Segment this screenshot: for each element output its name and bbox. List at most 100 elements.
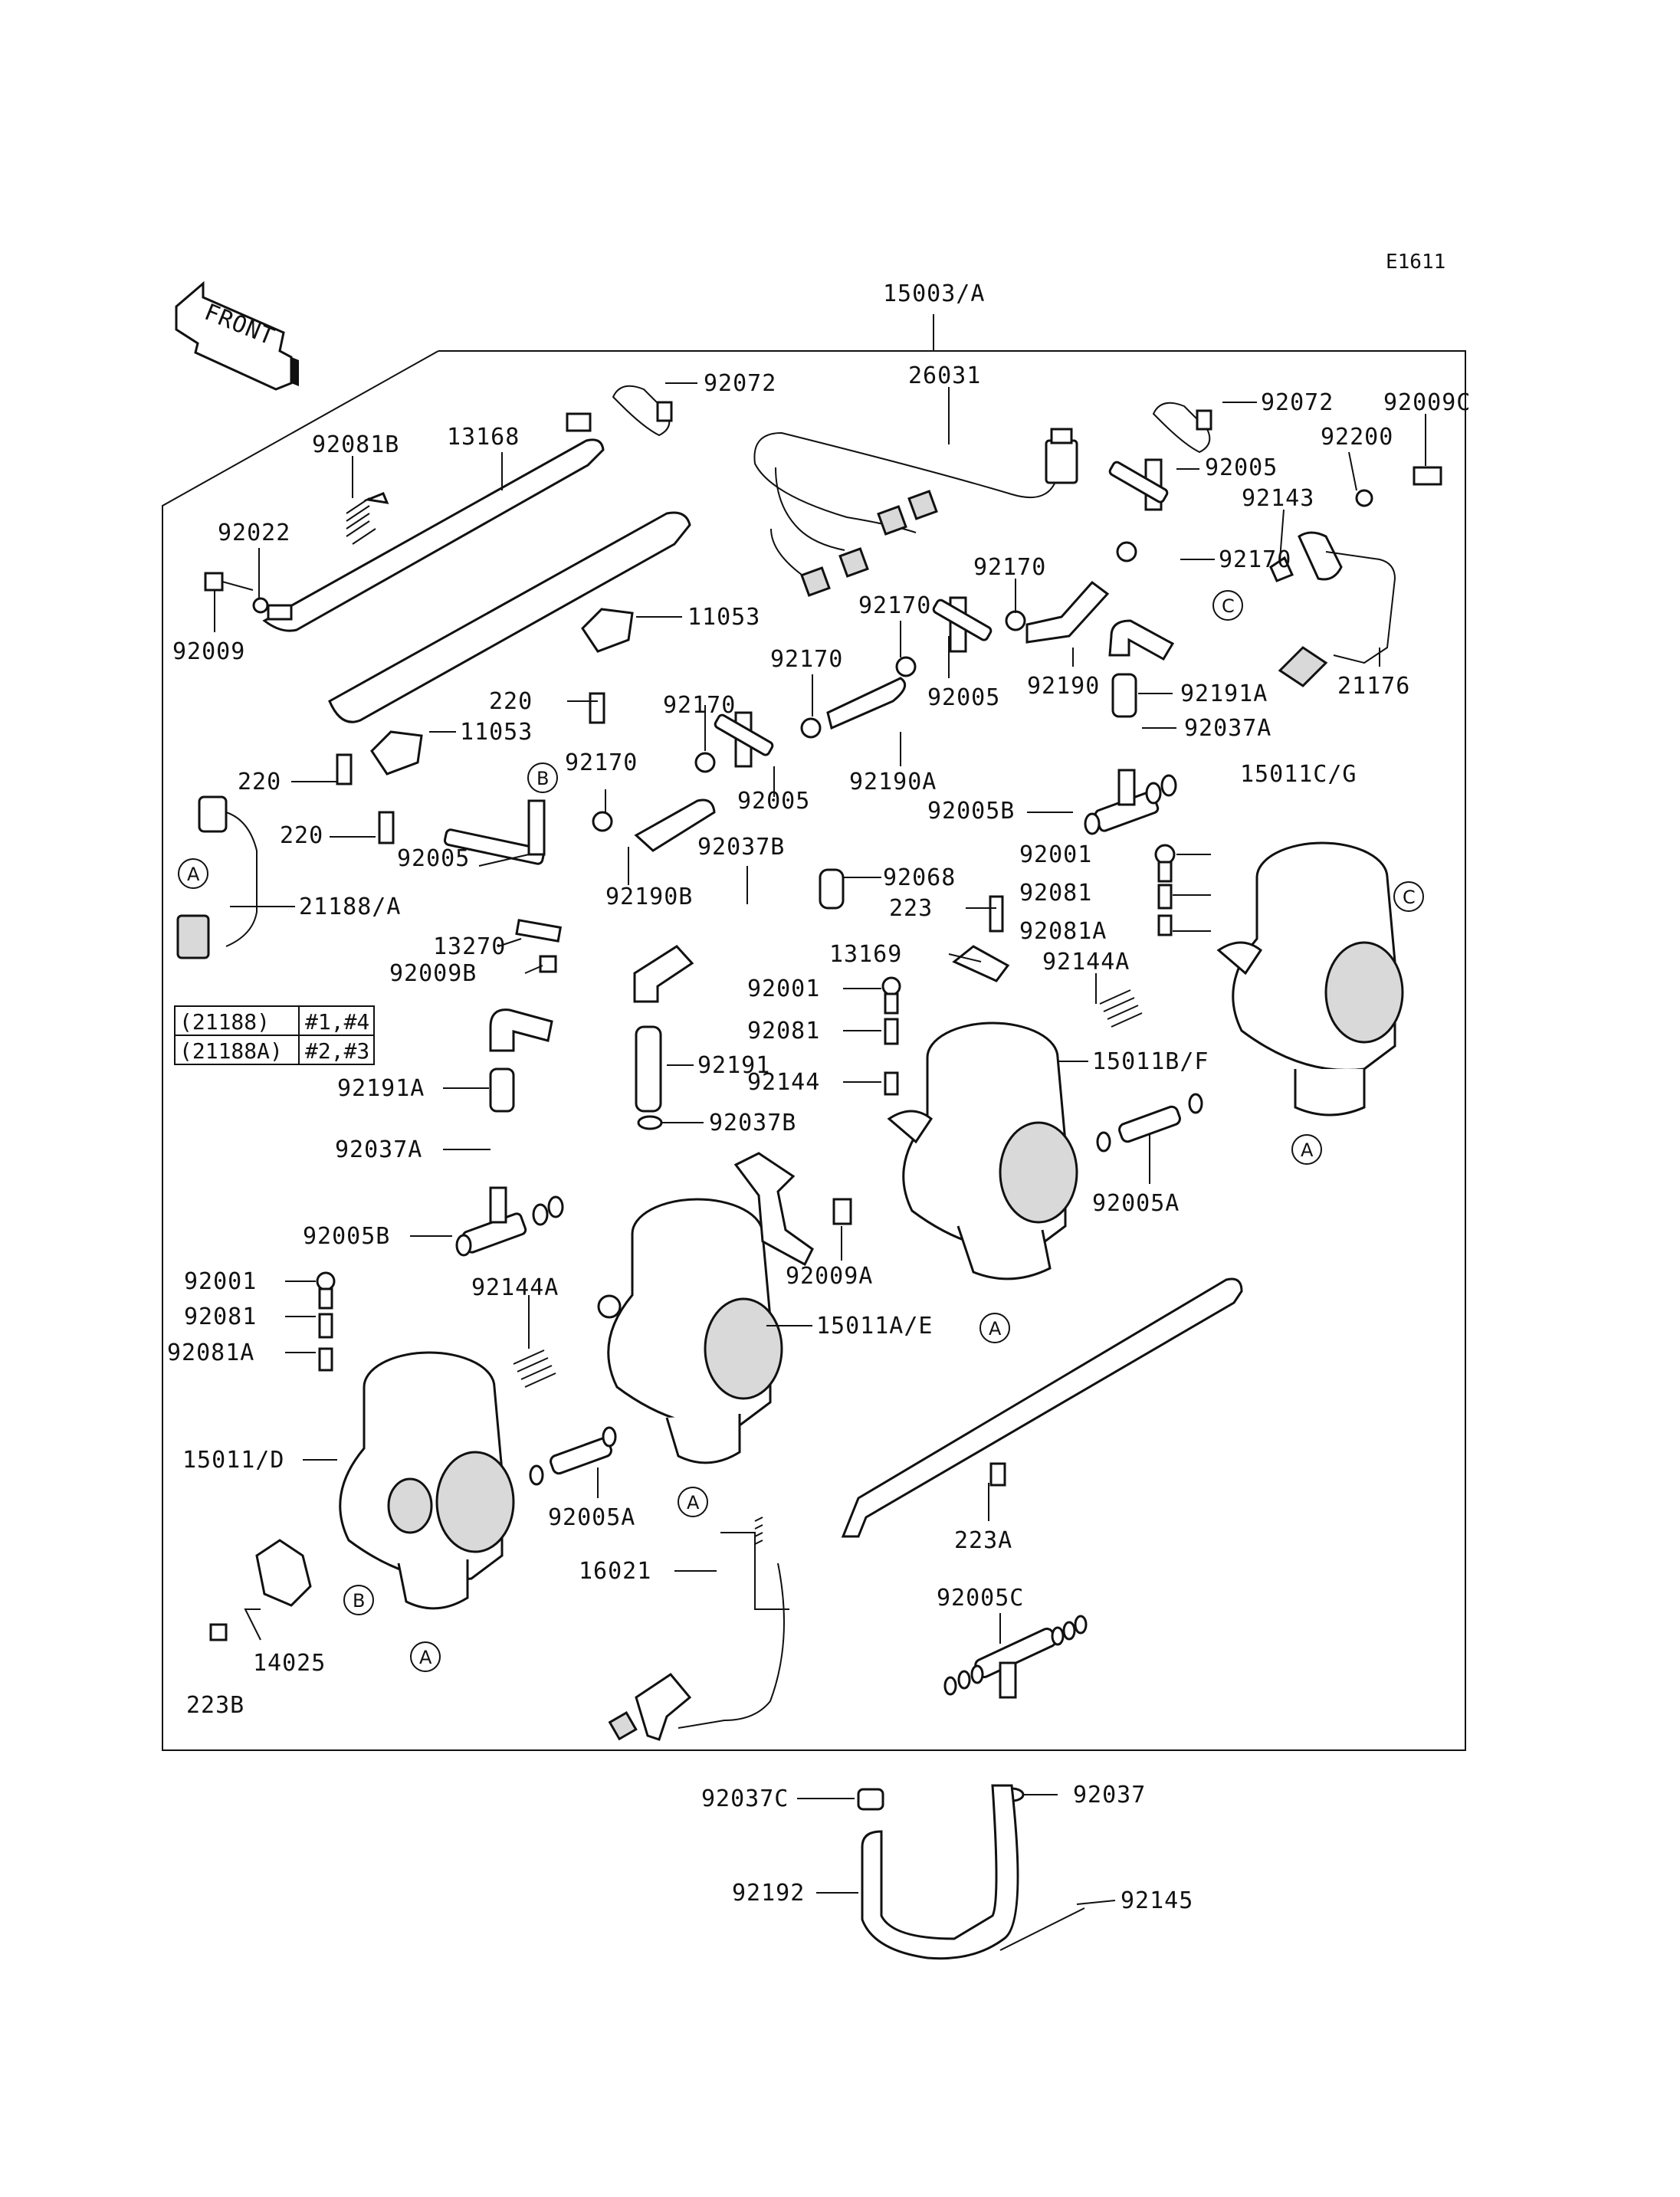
- needle-parts-left-icon: [316, 1271, 556, 1388]
- assembly-label: 15003/A: [883, 280, 985, 307]
- label-21176: 21176: [1337, 673, 1410, 700]
- diagram-code: E1611: [1386, 251, 1445, 274]
- label-92001: 92001: [1019, 841, 1092, 868]
- label-92143: 92143: [1242, 485, 1314, 512]
- label-92001-c: 92001: [184, 1268, 257, 1295]
- label-223: 223: [889, 895, 933, 922]
- label-220: 220: [489, 688, 533, 715]
- label-92037B: 92037B: [697, 834, 785, 861]
- label-92009: 92009: [172, 638, 245, 665]
- cover-14025-icon: [209, 1539, 312, 1641]
- label-92144: 92144: [747, 1069, 820, 1096]
- label-92145: 92145: [1121, 1887, 1193, 1914]
- bracket-92009A-icon: [733, 1152, 852, 1267]
- label-92170-c: 92170: [858, 592, 931, 619]
- label-92081-b: 92081: [747, 1018, 820, 1044]
- bracket-rail-lower-icon: [328, 511, 691, 723]
- label-92081A: 92081A: [1019, 918, 1107, 945]
- needle-parts-right-icon: [1099, 844, 1176, 1028]
- label-92081: 92081: [1019, 880, 1092, 907]
- clip-11053-low-icon: [370, 730, 423, 776]
- label-223A: 223A: [954, 1527, 1012, 1554]
- leader-lines: [214, 382, 1426, 1905]
- label-92001-b: 92001: [747, 976, 820, 1002]
- label-223B: 223B: [186, 1692, 244, 1719]
- label-92170-b: 92170: [1219, 546, 1291, 573]
- label-92072-right: 92072: [1261, 389, 1334, 416]
- ref-marker-a-right: A: [1291, 1134, 1322, 1165]
- ref-marker-b-top: B: [527, 762, 558, 793]
- label-15011AE: 15011A/E: [816, 1313, 934, 1340]
- label-92170: 92170: [973, 554, 1046, 581]
- hose-92192-icon: [861, 1784, 1019, 1960]
- label-15011CG: 15011C/G: [1240, 761, 1357, 788]
- label-15011D: 15011/D: [182, 1447, 284, 1474]
- label-13169: 13169: [829, 941, 902, 968]
- svg-text:B: B: [536, 768, 549, 789]
- label-92081B: 92081B: [312, 431, 399, 458]
- clip-11053-top-icon: [581, 608, 634, 653]
- svg-text:A: A: [989, 1318, 1002, 1340]
- label-92170-f: 92170: [565, 749, 638, 776]
- label-92037: 92037: [1073, 1782, 1146, 1808]
- svg-text:A: A: [419, 1647, 432, 1668]
- label-92068: 92068: [883, 864, 956, 891]
- spring-92081B-icon: [346, 492, 389, 545]
- label-92170-e: 92170: [663, 692, 736, 719]
- ref-markers: B C C A A A A B: [178, 590, 1424, 1672]
- callout-labels: 92072 26031 92072 92009C 92081B 13168 92…: [167, 362, 1470, 1914]
- label-220-c: 220: [280, 822, 323, 849]
- t-fitting-92005-icon: [443, 458, 1169, 865]
- label-92144A: 92144A: [1042, 949, 1130, 976]
- label-92170-d: 92170: [770, 646, 843, 673]
- fitting-92005B-left-icon: [455, 1186, 564, 1257]
- ref-marker-a-center: A: [979, 1313, 1010, 1343]
- label-21188A: 21188/A: [299, 894, 401, 920]
- label-26031: 26031: [908, 362, 981, 389]
- hose-92191-icon: [633, 945, 694, 1130]
- ref-marker-a-mid: A: [678, 1487, 708, 1517]
- label-92005C: 92005C: [937, 1585, 1024, 1612]
- svg-text:C: C: [1222, 595, 1235, 617]
- svg-text:A: A: [187, 864, 200, 885]
- label-16021: 16021: [579, 1558, 651, 1585]
- pipe-92005A-left-icon: [529, 1426, 617, 1486]
- plate-13270-icon: [515, 919, 563, 973]
- label-92191A-b: 92191A: [337, 1075, 425, 1102]
- spring-92145-icon: [999, 1907, 1085, 1951]
- needle-parts-center-icon: [819, 868, 1010, 1096]
- label-13168: 13168: [447, 424, 520, 451]
- svg-text:A: A: [1301, 1139, 1314, 1161]
- assembly-frame: [162, 350, 1466, 1751]
- ref-marker-b-bottom: B: [343, 1585, 374, 1615]
- ref-marker-a-bottom: A: [410, 1641, 441, 1672]
- wiring-harness-icon: [753, 428, 1078, 597]
- label-92144A-b: 92144A: [471, 1274, 559, 1301]
- clamp-right-icon: [1152, 402, 1212, 454]
- pipe-92005A-right-icon: [1096, 1093, 1203, 1153]
- sensor-21176-icon: [1278, 466, 1442, 687]
- clip-92170-icon: [592, 541, 1137, 832]
- fitting-92005B-right-icon: [1084, 769, 1177, 835]
- label-92191A: 92191A: [1180, 680, 1268, 707]
- label-92005B-b: 92005B: [303, 1223, 390, 1250]
- label-14025: 14025: [253, 1650, 326, 1677]
- label-92009A: 92009A: [786, 1263, 873, 1290]
- fuel-t-92005C-icon: [943, 1615, 1088, 1699]
- table-cell-cyl-2: #2,#3: [305, 1038, 369, 1064]
- boot-92143-icon: [1269, 556, 1294, 582]
- label-11053-b: 11053: [460, 719, 533, 746]
- label-92005A: 92005A: [1092, 1190, 1180, 1217]
- label-92005A-b: 92005A: [548, 1504, 635, 1531]
- hose-92191A-left-icon: [489, 1008, 553, 1113]
- label-92037C: 92037C: [701, 1785, 789, 1812]
- label-92191: 92191: [697, 1052, 770, 1079]
- label-92192: 92192: [732, 1880, 805, 1907]
- label-92005-c: 92005: [737, 788, 810, 815]
- clamp-left-icon: [612, 385, 673, 437]
- carburetor-15011B-icon: [887, 1021, 1078, 1280]
- label-13270: 13270: [433, 933, 506, 960]
- sensor-table: (21188) #1,#4 (21188A) #2,#3: [174, 1005, 375, 1065]
- table-cell-model-1: (21188): [179, 1009, 270, 1035]
